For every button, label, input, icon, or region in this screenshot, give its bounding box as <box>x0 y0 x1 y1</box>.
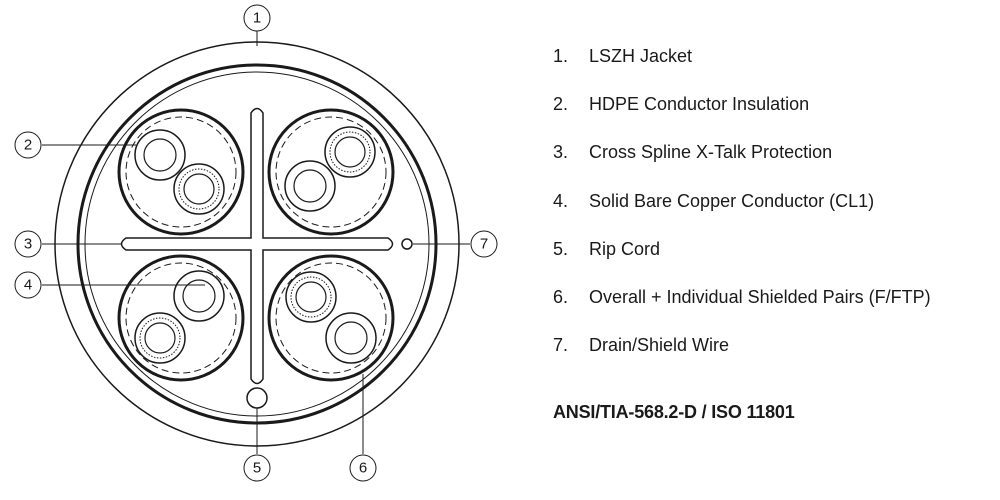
callout-1-circle <box>243 4 271 32</box>
legend-label: Rip Cord <box>589 238 661 259</box>
legend-label: Drain/Shield Wire <box>589 335 730 356</box>
legend-label: Solid Bare Copper Conductor (CL1) <box>589 190 875 211</box>
legend-item: 3. Cross Spline X-Talk Protection <box>553 140 993 188</box>
cross-spline <box>120 107 394 385</box>
callout-2-circle <box>14 131 42 159</box>
callout-5-label: 5 <box>253 460 261 477</box>
leader-lines <box>42 31 470 454</box>
callout-6-label: 6 <box>359 460 367 477</box>
legend-label: LSZH Jacket <box>589 46 693 66</box>
callout-7-circle <box>470 230 498 258</box>
callout-4-label: 4 <box>24 277 32 294</box>
legend-item: 5. Rip Cord <box>553 237 993 285</box>
legend-item: 4. Solid Bare Copper Conductor (CL1) <box>553 189 993 237</box>
legend-number: 7. <box>553 335 569 356</box>
drain-wire <box>401 238 413 250</box>
legend-number: 1. <box>553 46 569 66</box>
legend-number: 5. <box>553 238 569 259</box>
legend-item: 1. LSZH Jacket <box>553 44 993 92</box>
legend-number: 3. <box>553 142 569 163</box>
legend-label: HDPE Conductor Insulation <box>589 94 810 115</box>
component-legend: 1. LSZH Jacket 2. HDPE Conductor Insulatio… <box>553 44 993 381</box>
callout-3-label: 3 <box>24 236 32 253</box>
rip-cord <box>246 387 268 409</box>
legend-item: 2. HDPE Conductor Insulation <box>553 92 993 140</box>
legend-number: 2. <box>553 94 569 115</box>
legend-label: Cross Spline X-Talk Protection <box>589 142 833 163</box>
inner-jacket-wall <box>76 63 438 425</box>
callout-1-label: 1 <box>253 10 261 27</box>
callout-4-circle <box>14 271 42 299</box>
legend-item: 7. Drain/Shield Wire <box>553 333 993 381</box>
callout-5-circle <box>243 454 271 482</box>
shielded-pair-top-left <box>117 108 245 236</box>
callout-6-circle <box>349 454 377 482</box>
cable-cross-section-diagram: 1 2 3 4 5 6 7 <box>14 4 498 482</box>
standards-label: ANSI/TIA-568.2-D / ISO 11801 <box>553 402 795 422</box>
legend-label: Overall + Individual Shielded Pairs (F/F… <box>589 286 931 307</box>
callout-7-label: 7 <box>480 236 488 253</box>
legend-item: 6. Overall + Individual Shielded Pairs (F… <box>553 285 993 333</box>
legend-number: 6. <box>553 286 569 307</box>
shielded-pair-bottom-right <box>267 254 395 382</box>
callout-3-circle <box>14 230 42 258</box>
callout-circles <box>14 4 498 482</box>
callout-2-label: 2 <box>24 137 32 154</box>
inner-jacket-inner-line <box>84 71 430 417</box>
shielded-pair-top-right <box>267 108 395 236</box>
shielded-pair-bottom-left <box>117 254 245 382</box>
legend-number: 4. <box>553 190 569 211</box>
